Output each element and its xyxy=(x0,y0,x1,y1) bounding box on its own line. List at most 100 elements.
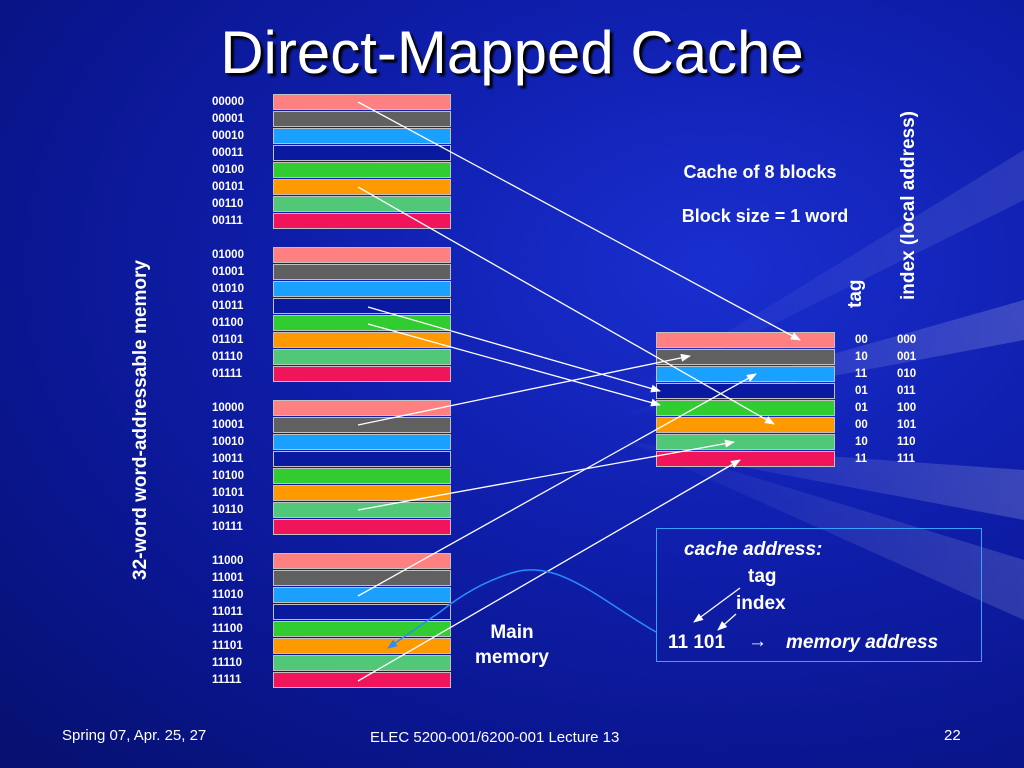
memory-address-label: 01111 xyxy=(212,368,243,380)
memory-address-label: 11000 xyxy=(212,555,244,567)
index-pointer-arrow xyxy=(717,613,737,631)
memory-address-label: 10001 xyxy=(212,419,244,431)
memory-block xyxy=(273,400,451,416)
cache-tag-value: 11 xyxy=(855,453,868,465)
memory-address-label: 11100 xyxy=(212,623,243,635)
memory-block xyxy=(273,332,451,348)
cache-heading: Cache of 8 blocks xyxy=(683,162,837,182)
memory-address-label: 11010 xyxy=(212,589,244,601)
memory-block xyxy=(273,570,451,586)
main-memory-caption-line2: memory xyxy=(475,647,549,668)
memory-block xyxy=(273,145,451,161)
memory-address-label: 00000 xyxy=(212,96,244,108)
memory-address-label: 00001 xyxy=(212,113,244,125)
cache-tag-value: 00 xyxy=(855,419,868,431)
tag-pointer-arrow xyxy=(693,587,741,623)
memory-address-label: 10101 xyxy=(212,487,244,499)
cache-tag-value: 10 xyxy=(855,436,868,448)
cache-tag-value: 01 xyxy=(855,402,868,414)
memory-address-label: 01001 xyxy=(212,266,244,278)
memory-address-label: 11101 xyxy=(212,640,243,652)
memory-block xyxy=(273,655,451,671)
main-memory-caption: Main memory xyxy=(462,622,562,669)
memory-address-label: 10110 xyxy=(212,504,244,516)
cache-block xyxy=(656,366,835,382)
memory-address-label: memory address xyxy=(786,632,939,653)
arrow-01100-to-100 xyxy=(367,323,661,407)
memory-block xyxy=(273,213,451,229)
memory-block xyxy=(273,298,451,314)
memory-block xyxy=(273,621,451,637)
memory-block xyxy=(273,128,451,144)
memory-block xyxy=(273,587,451,603)
arrow-11111-to-111 xyxy=(357,459,741,682)
memory-address-label: 11011 xyxy=(212,606,243,618)
memory-address-label: 10010 xyxy=(212,436,244,448)
memory-block xyxy=(273,519,451,535)
memory-block xyxy=(273,434,451,450)
cache-tag-value: 10 xyxy=(855,351,868,363)
memory-address-label: 00100 xyxy=(212,164,244,176)
cache-address-heading: cache address: xyxy=(684,539,823,560)
memory-address-label: 10011 xyxy=(212,453,244,465)
footer-date: Spring 07, Apr. 25, 27 xyxy=(62,727,207,744)
memory-address-label: 01110 xyxy=(212,351,243,363)
memory-address-label: 11001 xyxy=(212,572,244,584)
cache-block xyxy=(656,434,835,450)
memory-block xyxy=(273,94,451,110)
cache-index-value: 110 xyxy=(897,436,916,448)
memory-block xyxy=(273,451,451,467)
memory-block xyxy=(273,111,451,127)
memory-address-label: 01011 xyxy=(212,300,244,312)
cache-index-value: 011 xyxy=(897,385,916,397)
example-cache-address: 11 101 xyxy=(668,632,726,653)
memory-address-label: 00110 xyxy=(212,198,244,210)
memory-address-label: 10100 xyxy=(212,470,244,482)
memory-block xyxy=(273,366,451,382)
arrow-00101-to-101 xyxy=(357,186,775,425)
cache-index-value: 101 xyxy=(897,419,917,431)
footer-page-number: 22 xyxy=(944,727,961,744)
memory-block xyxy=(273,502,451,518)
memory-block xyxy=(273,417,451,433)
memory-address-label: 01010 xyxy=(212,283,244,295)
memory-block xyxy=(273,179,451,195)
memory-address-curve xyxy=(387,569,657,649)
right-arrow-symbol: → xyxy=(748,631,767,652)
cache-block xyxy=(656,451,835,467)
memory-block xyxy=(273,162,451,178)
arrow-10110-to-110 xyxy=(357,439,735,511)
cache-tag-value: 11 xyxy=(855,368,868,380)
memory-address-label: 10111 xyxy=(212,521,243,533)
memory-address-label: 01100 xyxy=(212,317,244,329)
cache-index-value: 100 xyxy=(897,402,917,414)
memory-block xyxy=(273,315,451,331)
memory-address-label: 11111 xyxy=(212,674,242,686)
cache-index-value: 010 xyxy=(897,368,917,380)
arrow-11010-to-010 xyxy=(357,373,757,597)
memory-block xyxy=(273,672,451,688)
index-label: index xyxy=(736,593,786,614)
cache-tag-value: 00 xyxy=(855,334,868,346)
memory-address-label: 01000 xyxy=(212,249,244,261)
block-size-label: Block size = 1 word xyxy=(681,206,849,226)
arrow-10001-to-001 xyxy=(357,353,691,426)
footer-course: ELEC 5200-001/6200-001 Lecture 13 xyxy=(370,729,620,746)
memory-address-label: 00111 xyxy=(212,215,243,227)
memory-block xyxy=(273,281,451,297)
memory-block xyxy=(273,264,451,280)
arrow-01011-to-011 xyxy=(367,306,661,393)
cache-index-value: 001 xyxy=(897,351,917,363)
memory-block xyxy=(273,638,451,654)
memory-address-label: 10000 xyxy=(212,402,244,414)
memory-address-label: 00010 xyxy=(212,130,244,142)
arrow-00000-to-000 xyxy=(357,101,801,341)
slide-title: Direct-Mapped Cache xyxy=(220,19,804,86)
tag-label: tag xyxy=(748,566,777,587)
memory-address-label: 00101 xyxy=(212,181,244,193)
cache-block xyxy=(656,417,835,433)
cache-index-value: 111 xyxy=(897,453,915,465)
memory-block xyxy=(273,553,451,569)
cache-index-value: 000 xyxy=(897,334,917,346)
